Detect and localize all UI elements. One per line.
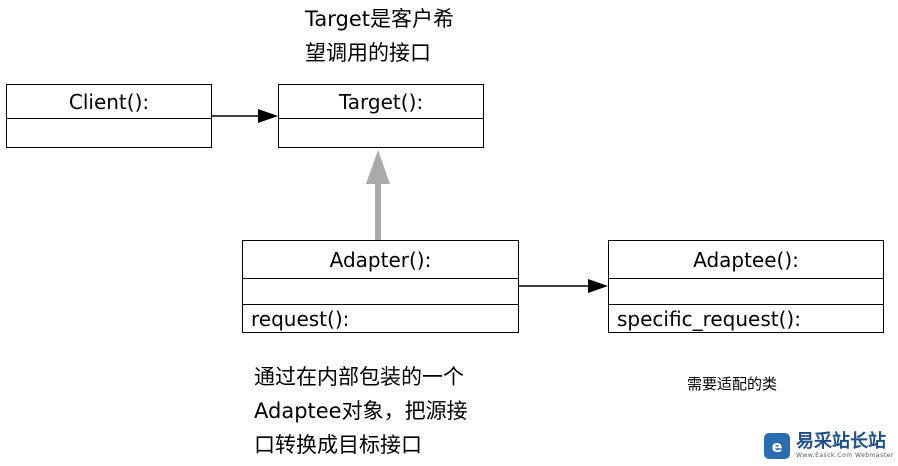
adapter-note-line-1: 通过在内部包装的一个 [254, 365, 464, 389]
adaptee-class-attributes [609, 279, 883, 305]
adaptee-class[interactable]: Adaptee(): specific_request(): [608, 240, 884, 333]
adaptee-note: 需要适配的类 [687, 375, 778, 393]
adapter-note-line-2: Adaptee对象，把源接 [254, 399, 468, 423]
adapter-to-target-inheritance-arrowhead [366, 150, 390, 184]
site-watermark-name: 易采站长站 [796, 431, 886, 452]
adapter-class-attributes [243, 279, 518, 305]
site-watermark: e 易采站长站 Www.Easck.Com Webmaster [764, 432, 894, 460]
adapter-class[interactable]: Adapter(): request(): [242, 240, 519, 333]
target-note-line-2: 望调用的接口 [305, 41, 431, 65]
adaptee-class-name: Adaptee(): [609, 241, 883, 279]
adapter-note-line-3: 口转换成目标接口 [254, 433, 422, 457]
adaptee-specific-request-method: specific_request(): [617, 306, 801, 331]
site-watermark-subtitle: Www.Easck.Com Webmaster [796, 452, 894, 459]
adapter-request-method: request(): [251, 306, 350, 331]
target-class[interactable]: Target(): [278, 84, 484, 148]
target-class-name: Target(): [279, 85, 483, 119]
target-note-line-1: Target是客户希 [305, 7, 454, 31]
target-note: Target是客户希 望调用的接口 [305, 2, 454, 70]
adapter-class-name: Adapter(): [243, 241, 518, 279]
adapter-to-adaptee-arrowhead [588, 279, 608, 293]
client-class[interactable]: Client(): [6, 84, 212, 148]
client-to-target-arrowhead [258, 109, 278, 123]
site-logo-icon: e [764, 433, 790, 459]
adapter-note: 通过在内部包装的一个 Adaptee对象，把源接 口转换成目标接口 [254, 360, 468, 462]
client-class-name: Client(): [7, 85, 211, 119]
